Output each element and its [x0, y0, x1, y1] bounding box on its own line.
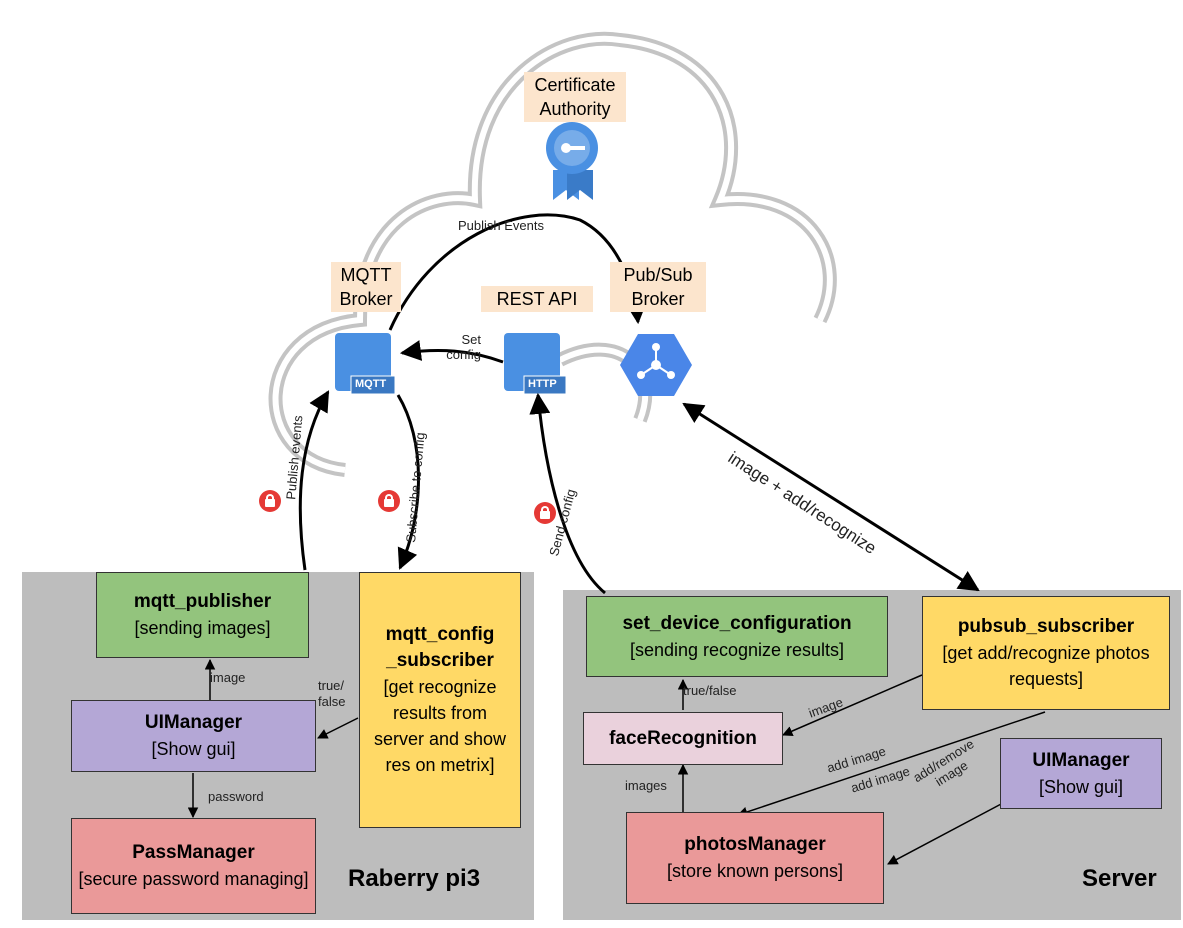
edge-image-add-recognize	[682, 402, 980, 592]
lock-icon	[259, 490, 281, 512]
mqtt-icon-text: MQTT	[355, 378, 387, 390]
rpi-uimanager-box: UIManager [Show gui]	[71, 700, 316, 772]
pubsub-subscriber-desc: [get add/recognize photos requests]	[942, 643, 1150, 689]
server-uimanager-name: UIManager	[1032, 749, 1130, 771]
rest-api-label: REST API	[481, 286, 593, 312]
lock-icon	[534, 502, 556, 524]
pubsub-broker-label: Pub/Sub Broker	[610, 262, 706, 312]
http-server-icon	[504, 333, 567, 395]
set-device-configuration-box: set_device_configuration [sending recogn…	[586, 596, 888, 677]
srv-images-label: images	[625, 778, 667, 793]
rpi-true-false-label: true/ false	[318, 678, 346, 709]
pubsub-hexagon-icon	[620, 334, 692, 396]
certificate-authority-label: Certificate Authority	[524, 72, 626, 122]
photosmanager-desc: [store known persons]	[666, 861, 844, 881]
rpi-password-label: password	[208, 789, 264, 804]
http-icon-text: HTTP	[528, 378, 557, 390]
edge-srv-image	[782, 674, 923, 737]
edge-rpi-true-false	[317, 717, 359, 739]
rpi-image-label: image	[210, 670, 246, 685]
passmanager-name: PassManager	[132, 842, 255, 863]
edge-srv-add-remove-image	[887, 802, 1004, 865]
mqtt-config-subscriber-desc: [get recognize results from server and s…	[373, 677, 507, 775]
server-panel-title: Server	[1082, 865, 1157, 892]
set-device-configuration-name: set_device_configuration	[622, 612, 852, 634]
photosmanager-box: photosManager [store known persons]	[626, 812, 884, 904]
facerecognition-name: faceRecognition	[609, 727, 757, 749]
photosmanager-name: photosManager	[684, 834, 826, 855]
rpi-uimanager-desc: [Show gui]	[151, 739, 236, 759]
edge-set-config	[399, 340, 504, 364]
certificate-ribbon-icon	[546, 122, 598, 200]
publish-events-top-label: Publish Events	[458, 218, 544, 233]
server-uimanager-box: UIManager [Show gui]	[1000, 738, 1162, 809]
edge-srv-add-image	[737, 711, 1046, 817]
mqtt-config-subscriber-box: mqtt_config _subscriber [get recognize r…	[359, 572, 521, 828]
rpi-uimanager-name: UIManager	[144, 712, 243, 733]
pubsub-subscriber-name: pubsub_subscriber	[957, 616, 1135, 637]
facerecognition-box: faceRecognition	[583, 712, 783, 765]
passmanager-desc: [secure password managing]	[78, 869, 309, 889]
mqtt-server-icon	[335, 333, 396, 395]
mqtt-publisher-name: mqtt_publisher	[133, 591, 272, 612]
passmanager-box: PassManager [secure password managing]	[71, 818, 316, 914]
edge-publish-events-side	[298, 390, 330, 571]
mqtt-config-subscriber-name: mqtt_config _subscriber	[385, 624, 495, 671]
set-config-label: Set config	[446, 332, 481, 362]
mqtt-broker-label: MQTT Broker	[331, 262, 401, 312]
edge-subscribe-config	[396, 394, 420, 570]
lock-icon	[378, 490, 400, 512]
set-device-configuration-desc: [sending recognize results]	[629, 639, 845, 660]
edge-send-config	[529, 392, 606, 595]
rpi-panel-title: Raberry pi3	[348, 865, 481, 892]
server-uimanager-desc: [Show gui]	[1038, 776, 1124, 797]
mqtt-publisher-box: mqtt_publisher [sending images]	[96, 572, 309, 658]
srv-true-false-label: true/false	[683, 683, 737, 698]
pubsub-subscriber-box: pubsub_subscriber [get add/recognize pho…	[922, 596, 1170, 710]
mqtt-publisher-desc: [sending images]	[134, 618, 271, 638]
